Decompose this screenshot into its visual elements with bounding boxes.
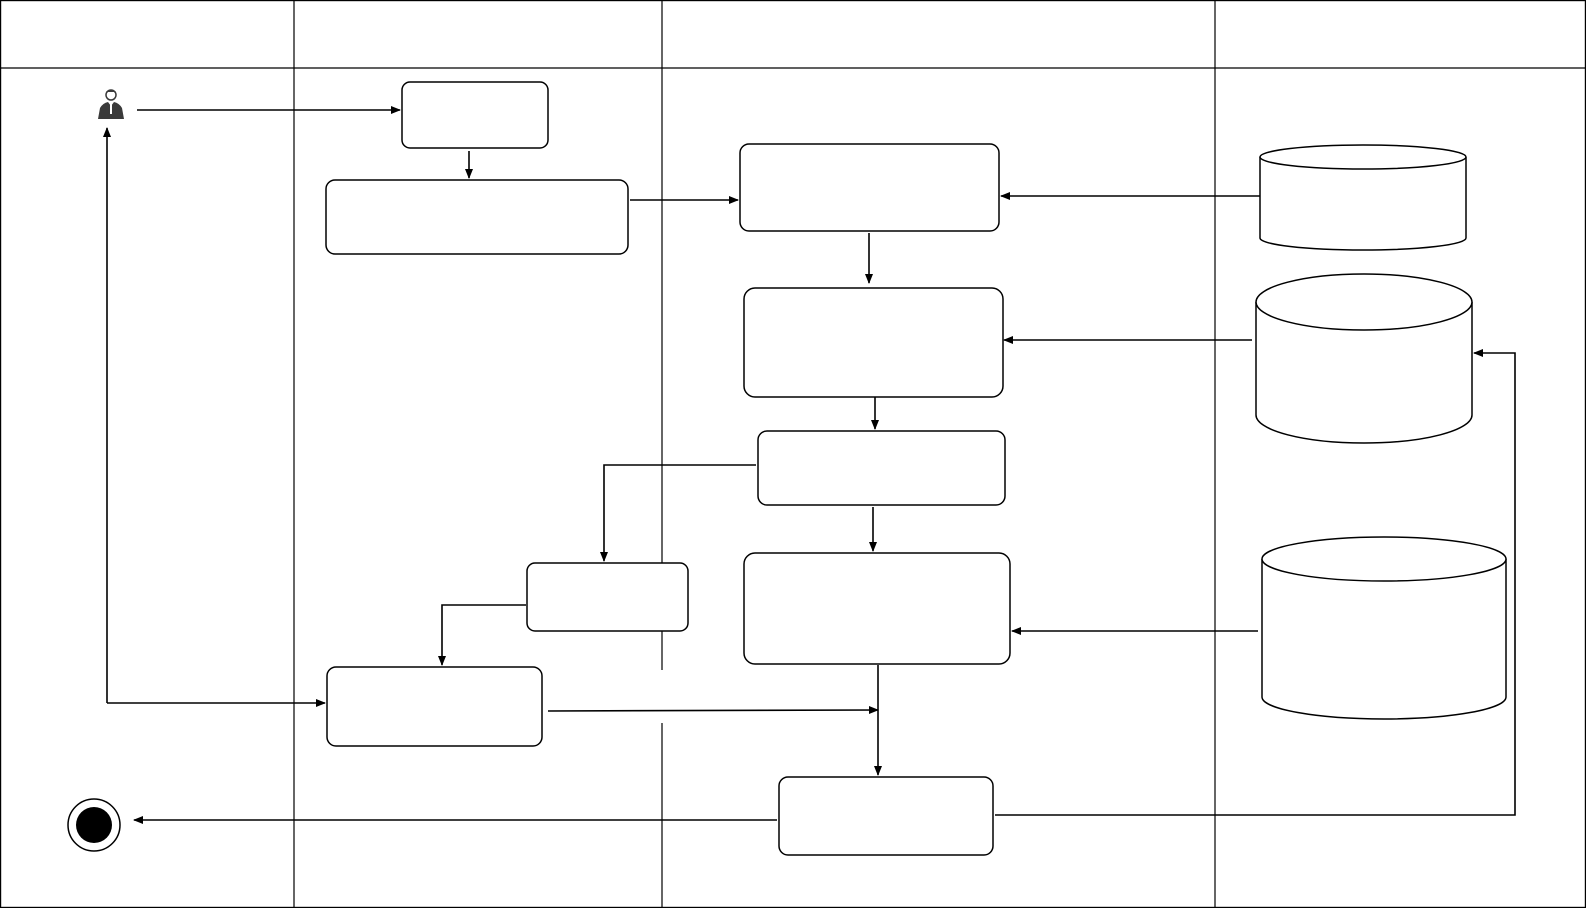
activity-box-lane2-small — [526, 562, 689, 632]
database-cylinder-2 — [1255, 273, 1473, 444]
activity-box-lane3-d — [743, 552, 1011, 665]
arrow-lane2-small-to-bottom — [438, 604, 526, 666]
database-cylinder-1 — [1259, 144, 1467, 251]
arrow-lane3-c-to-lane2-small — [600, 464, 756, 562]
activity-box-lane2-top — [401, 81, 549, 149]
activity-box-lane3-c — [757, 430, 1006, 506]
activity-box-lane2-wide — [325, 179, 629, 255]
user-icon — [98, 89, 124, 119]
activity-box-lane3-b — [743, 287, 1004, 398]
arrow-lane2-bottom-to-merge — [547, 706, 879, 715]
activity-box-lane3-a — [739, 143, 1000, 232]
activity-box-lane3-e — [778, 776, 994, 856]
arrow-lane3-e-to-db2 — [995, 349, 1516, 816]
activity-box-lane2-bottom — [326, 666, 543, 747]
database-cylinder-3 — [1261, 536, 1507, 720]
end-state-icon — [67, 798, 121, 852]
